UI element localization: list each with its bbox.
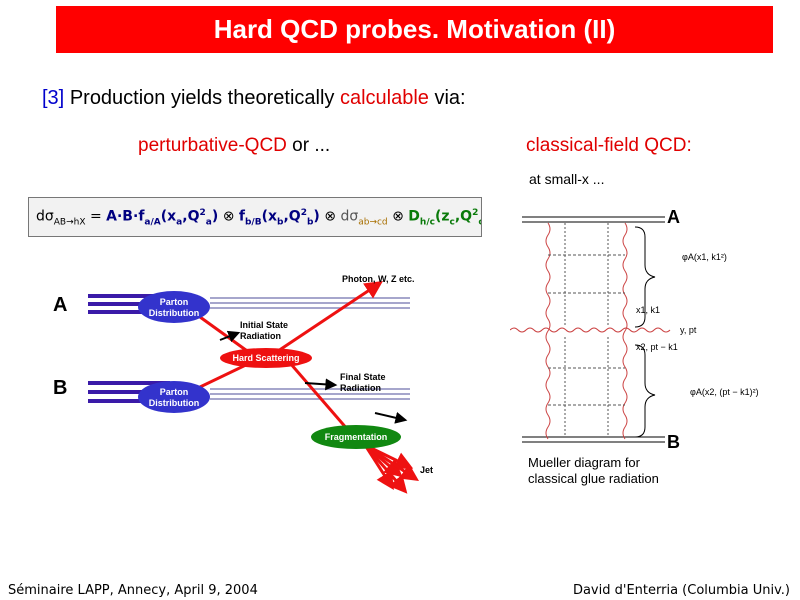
formula-d-q: ,Q <box>454 208 473 225</box>
title-bar: Hard QCD probes. Motivation (II) <box>56 6 773 53</box>
pqcd-highlight: perturbative-QCD <box>138 135 287 156</box>
formula-otimes-1: ⊗ <box>222 208 235 225</box>
intro-highlight: calculable <box>339 87 429 109</box>
fragmentation-ellipse <box>311 425 401 449</box>
formula-f1-arg: (x <box>160 208 177 225</box>
parton-dist-b-line2: Distribution <box>149 398 200 408</box>
photon-label: Photon, W, Z etc. <box>342 274 415 284</box>
formula-f2-close: ) <box>313 208 320 225</box>
mueller-label-a: A <box>667 207 680 227</box>
formula-f2-arg: (x <box>261 208 277 225</box>
intro-text-1: Production yields theoretically <box>69 87 335 109</box>
parton-dist-b-line1: Parton <box>160 387 189 397</box>
formula-d-arg: (z <box>434 208 450 225</box>
nucleus-a-lines <box>522 216 665 223</box>
factorization-formula: dσAB→hX = A·B·fa/A(xa,Q2a) ⊗ fb/B(xb,Q2b… <box>28 197 482 237</box>
pqcd-label-b: B <box>53 377 68 399</box>
formula-f1-sub: a/A <box>144 217 161 228</box>
x2-label: x2, pt − k1 <box>636 342 678 352</box>
phi-bottom-label: φA(x2, (pt − k1)²) <box>690 387 759 397</box>
formula-f1-q-sup: 2 <box>199 208 206 218</box>
formula-otimes-2: ⊗ <box>324 208 336 225</box>
isr-label-line2: Radiation <box>240 331 281 341</box>
intro-text-2: via: <box>434 87 466 109</box>
mueller-caption: Mueller diagram for classical glue radia… <box>528 455 659 487</box>
parton-distribution-a <box>138 291 210 323</box>
isr-label-line1: Initial State <box>240 320 288 330</box>
x1k1-label: x1, k1 <box>636 305 660 315</box>
slide-title: Hard QCD probes. Motivation (II) <box>213 14 616 44</box>
formula-ds: dσ <box>340 208 359 225</box>
formula-d-q-sup: 2 <box>472 208 479 218</box>
formula-f2-sub: b/B <box>244 217 262 228</box>
formula-f2-q-sup: 2 <box>300 208 307 218</box>
formula-d-sub: h/c <box>419 217 435 228</box>
jet-label: Jet <box>420 465 433 475</box>
formula-lhs-sub: AB→hX <box>53 217 86 228</box>
parton-dist-a-line1: Parton <box>160 297 189 307</box>
pqcd-diagram: Parton Distribution Parton Distribution … <box>88 274 433 494</box>
formula-otimes-3: ⊗ <box>392 208 404 225</box>
ladder-rungs <box>548 254 625 406</box>
phi-top-label: φA(x1, k1²) <box>682 252 727 262</box>
formula-ab: A·B· <box>106 208 139 225</box>
parton-to-frag-line <box>288 362 350 431</box>
formula-f1-arg-sub: a <box>176 217 183 228</box>
formula-f1: f <box>138 208 145 225</box>
brace-top <box>634 226 656 328</box>
formula-eq: = <box>89 208 102 225</box>
footer-left: Séminaire LAPP, Annecy, April 9, 2004 <box>8 583 258 598</box>
fsr-arrow-2 <box>374 411 408 424</box>
formula-f2: f <box>238 208 245 225</box>
fsr-label-line2: Radiation <box>340 383 381 393</box>
formula-d: D <box>408 208 420 225</box>
formula-f2-q-sub: b <box>306 217 314 228</box>
hard-scattering-ellipse <box>220 348 312 368</box>
ypt-label: y, pt <box>680 325 697 335</box>
photon-arrow <box>274 281 383 355</box>
formula-lhs: dσ <box>36 208 54 225</box>
pqcd-label-a: A <box>53 294 68 316</box>
formula-f1-q-sub: a <box>205 217 212 228</box>
formula-d-q-sub: c <box>478 217 481 227</box>
small-x-note: at small-x ... <box>529 171 605 187</box>
gluon-verticals <box>545 222 628 440</box>
pqcd-rest: or ... <box>292 135 331 156</box>
beam-a-lines <box>88 294 410 314</box>
formula-ds-sub: ab→cd <box>358 217 388 228</box>
produced-gluon <box>510 327 671 333</box>
mueller-diagram: φA(x1, k1²) x1, k1 y, pt x2, pt − k1 φA(… <box>510 216 759 443</box>
fsr-arrow-1 <box>304 378 338 391</box>
formula-f1-q: ,Q <box>182 208 200 225</box>
pqcd-heading: perturbative-QCD or ... <box>138 135 330 157</box>
nucleus-b-lines <box>522 436 665 443</box>
isr-arrow <box>219 330 241 343</box>
fragmentation-label: Fragmentation <box>325 432 388 442</box>
jet-arrows <box>363 443 419 494</box>
formula-f2-arg-sub: b <box>277 217 284 228</box>
parton-distribution-b <box>138 381 210 413</box>
ladder-inner <box>564 223 609 437</box>
formula-f1-close: ) <box>211 208 219 225</box>
classical-field-heading: classical-field QCD: <box>526 135 692 156</box>
mueller-label-b: B <box>667 432 680 452</box>
parton-a-line <box>199 315 251 355</box>
hard-scattering-label: Hard Scattering <box>232 353 299 363</box>
reference-number: [3] <box>42 87 65 109</box>
fsr-label-line1: Final State <box>340 372 386 382</box>
footer-right: David d'Enterria (Columbia Univ.) <box>572 583 790 598</box>
parton-dist-a-line2: Distribution <box>149 308 200 318</box>
parton-b-line <box>199 361 251 389</box>
mueller-caption-line2: classical glue radiation <box>528 471 659 486</box>
brace-bottom <box>634 344 656 438</box>
formula-f2-q: ,Q <box>283 208 301 225</box>
formula-d-arg-sub: c <box>449 217 455 228</box>
mueller-caption-line1: Mueller diagram for <box>528 455 640 470</box>
intro-line: [3] Production yields theoretically calc… <box>42 87 466 110</box>
